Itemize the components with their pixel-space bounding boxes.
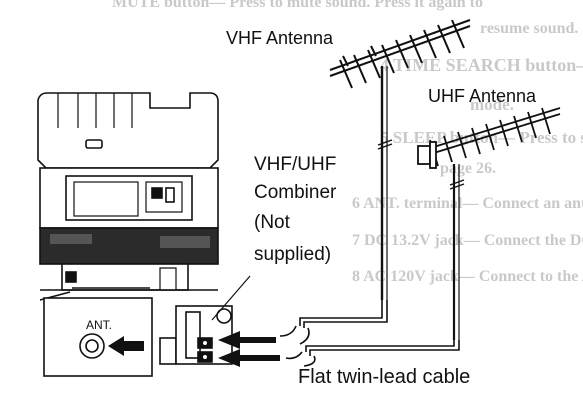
bg-text-line: 8 AC 120V jack— Connect to the AC cord bbox=[352, 268, 583, 285]
combiner-device bbox=[159, 305, 233, 365]
cable-label: Flat twin-lead cable bbox=[298, 366, 471, 388]
ant-terminal-callout bbox=[39, 287, 153, 377]
uhf-twin-lead bbox=[285, 340, 460, 367]
bg-text-line: mode. bbox=[470, 95, 514, 114]
combiner-label-line3: (Not bbox=[254, 212, 290, 233]
bg-text-line: 7 DC 13.2V jack— Connect the DC cord bbox=[352, 232, 583, 249]
uhf-antenna-label: UHF Antenna bbox=[428, 86, 537, 106]
vhf-antenna-label: VHF Antenna bbox=[226, 28, 334, 48]
combiner-leader-line bbox=[211, 275, 251, 321]
uhf-antenna-icon bbox=[417, 107, 561, 340]
combiner-label-line2: Combiner bbox=[254, 182, 337, 203]
bg-text-line: resume sound. bbox=[480, 20, 579, 37]
vhf-twin-lead bbox=[279, 300, 388, 345]
arrow-to-terminal bbox=[108, 336, 144, 356]
ant-terminal-label: ANT. bbox=[86, 318, 113, 332]
combiner-label-line4: supplied) bbox=[254, 244, 332, 265]
bg-text-line: MUTE button— Press to mute sound. Press … bbox=[112, 0, 483, 11]
bg-text-line: 6 ANT. terminal— Connect an antenna or C… bbox=[352, 195, 583, 212]
arrows-to-combiner bbox=[218, 331, 280, 367]
combiner-label-line1: VHF/UHF bbox=[254, 154, 337, 175]
vhf-antenna-icon bbox=[329, 19, 471, 300]
bg-text-line: 4 TIME SEARCH button— Press to activate … bbox=[380, 55, 583, 75]
tv-rear-illustration bbox=[37, 92, 219, 291]
